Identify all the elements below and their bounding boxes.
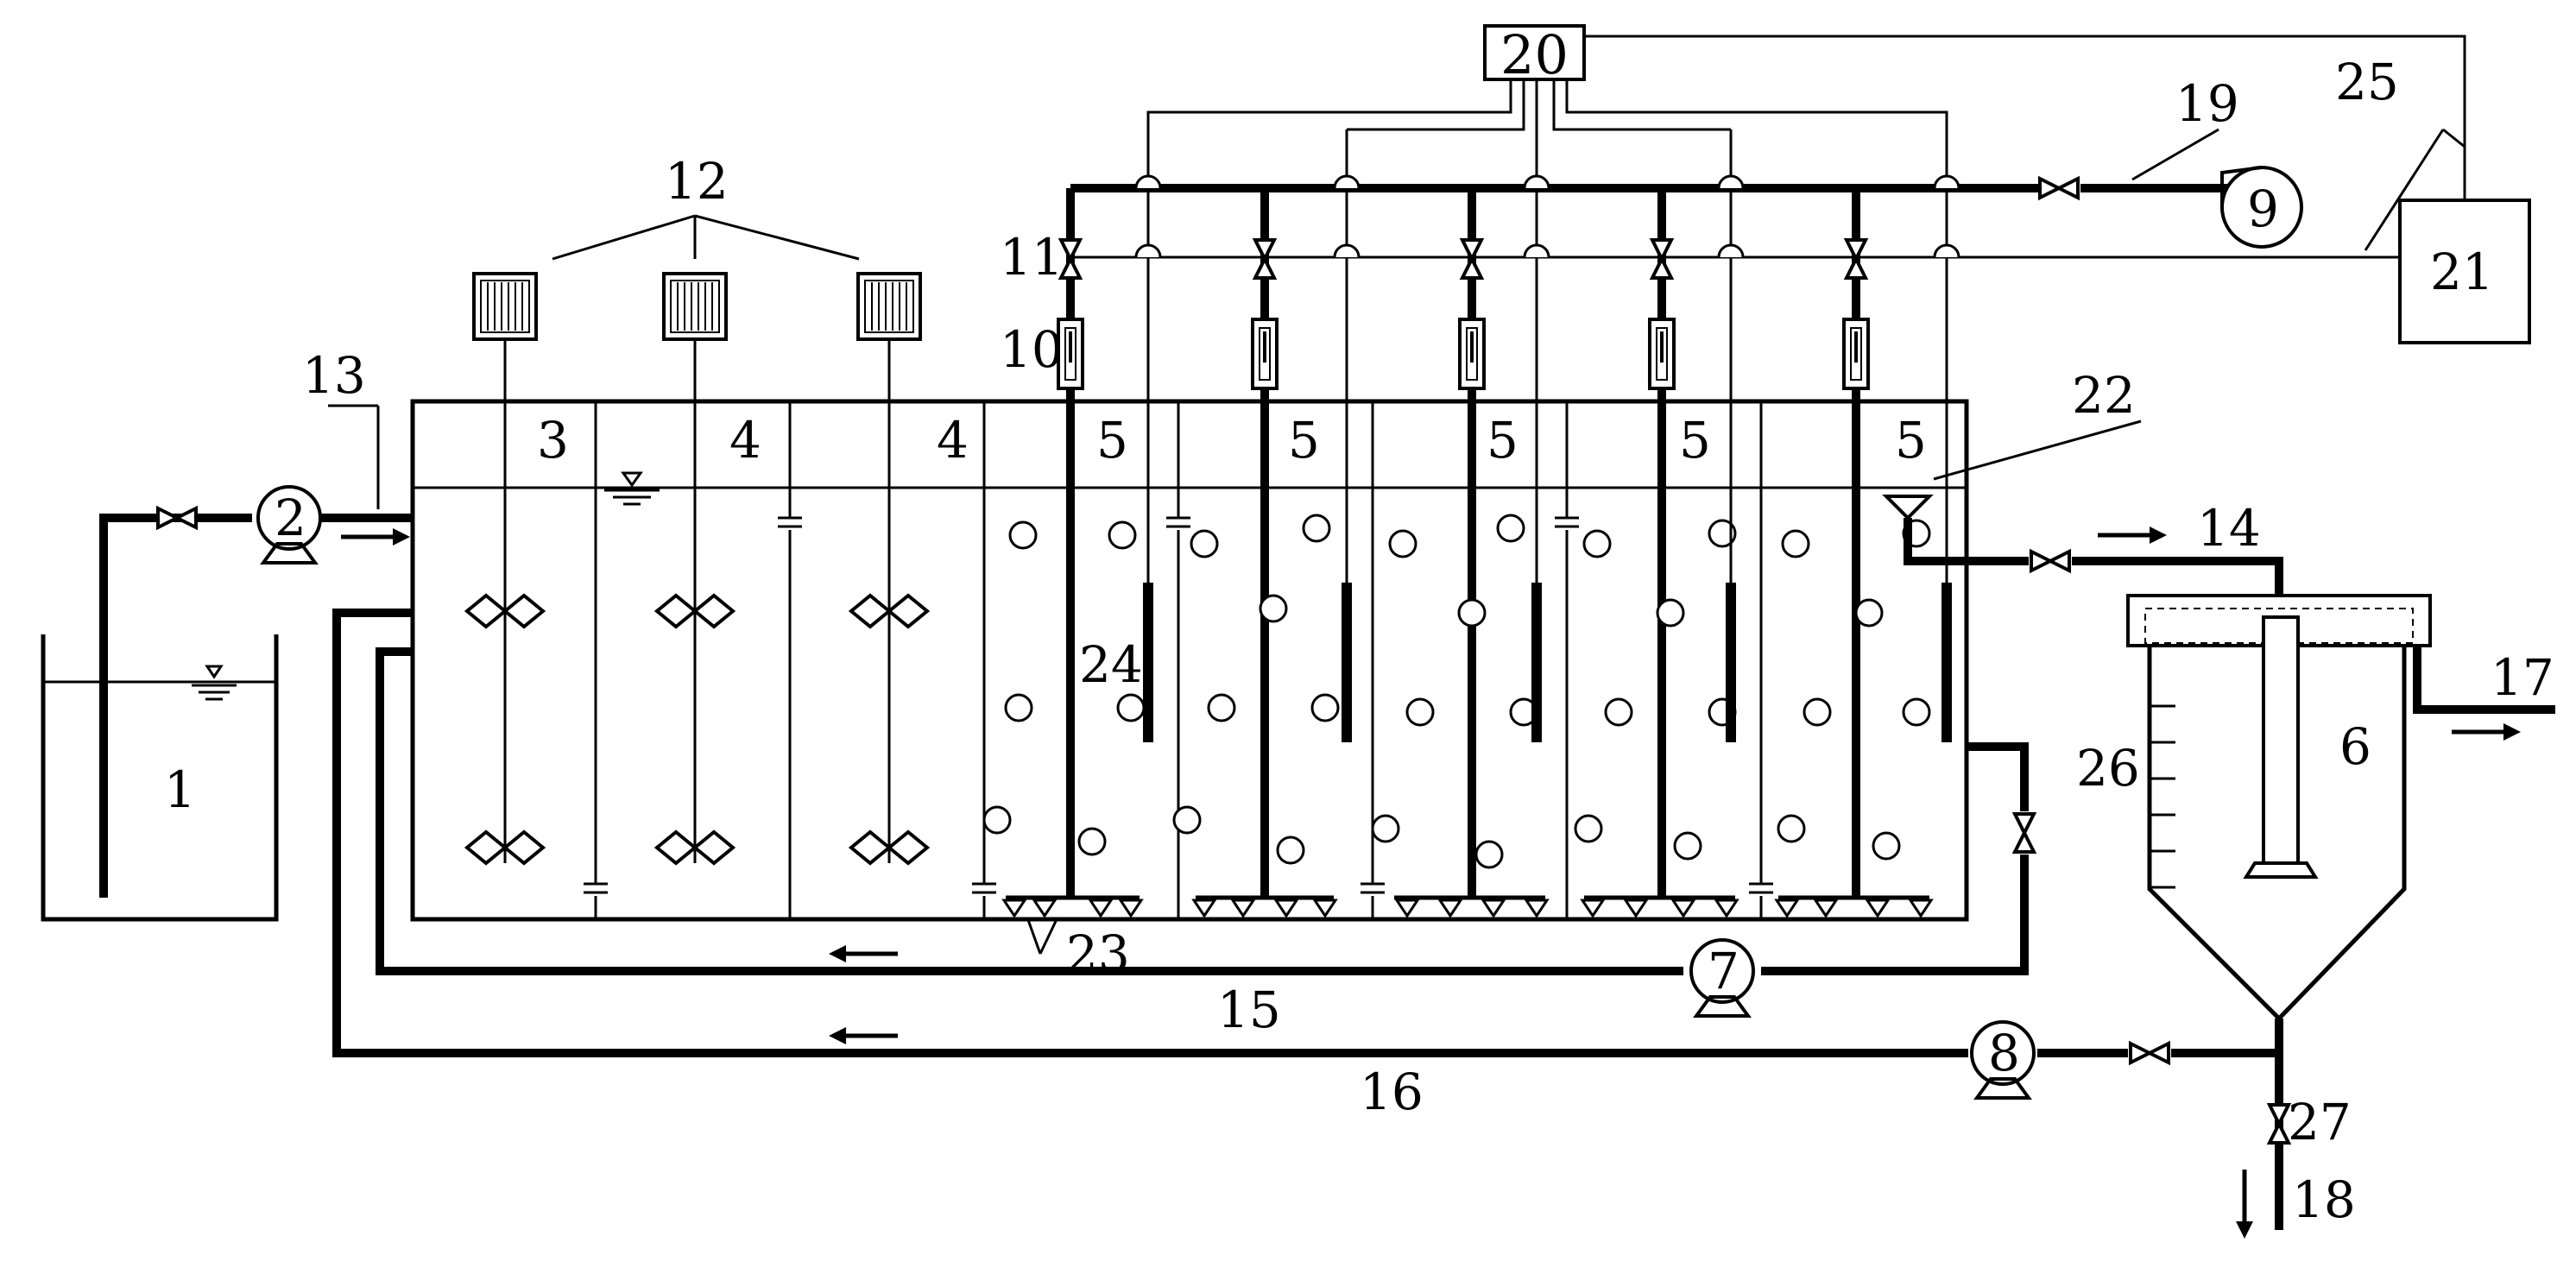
label-14: 14 bbox=[2197, 499, 2261, 558]
label-17: 17 bbox=[2491, 648, 2554, 707]
control-wiring bbox=[1070, 24, 2531, 401]
label-1: 1 bbox=[164, 760, 196, 819]
label-5e: 5 bbox=[1895, 411, 1927, 470]
label-8: 8 bbox=[1988, 1024, 2020, 1082]
air-supply-system bbox=[1002, 128, 2303, 955]
label-6: 6 bbox=[2339, 717, 2371, 776]
label-21: 21 bbox=[2430, 243, 2494, 301]
label-9: 9 bbox=[2247, 180, 2279, 238]
label-10: 10 bbox=[1000, 320, 1064, 379]
component-labels: 1 2 3 4 4 5 5 5 5 5 6 7 8 9 10 11 12 13 … bbox=[164, 23, 2554, 1229]
label-25: 25 bbox=[2335, 53, 2399, 111]
label-15: 15 bbox=[1217, 981, 1281, 1039]
label-5c: 5 bbox=[1487, 411, 1518, 470]
label-27: 27 bbox=[2288, 1093, 2352, 1151]
label-24: 24 bbox=[1079, 635, 1143, 694]
label-11: 11 bbox=[1000, 228, 1064, 287]
label-12: 12 bbox=[665, 152, 729, 211]
label-5b: 5 bbox=[1288, 411, 1320, 470]
label-19: 19 bbox=[2175, 74, 2239, 133]
feed-pipe bbox=[99, 404, 414, 898]
label-18: 18 bbox=[2292, 1170, 2356, 1229]
mixer-units bbox=[465, 214, 929, 865]
sensor-probes bbox=[1143, 129, 1952, 742]
sludge-return-line bbox=[332, 609, 2279, 1100]
reactor-tank bbox=[410, 399, 1969, 922]
label-20: 20 bbox=[1500, 23, 1569, 86]
label-13: 13 bbox=[302, 346, 366, 405]
label-5d: 5 bbox=[1679, 411, 1711, 470]
label-16: 16 bbox=[1360, 1063, 1424, 1121]
label-23: 23 bbox=[1066, 924, 1130, 983]
label-3: 3 bbox=[537, 411, 569, 470]
label-4b: 4 bbox=[937, 411, 969, 470]
label-5a: 5 bbox=[1096, 411, 1128, 470]
label-26: 26 bbox=[2076, 739, 2140, 798]
label-4a: 4 bbox=[729, 411, 761, 470]
air-blower bbox=[2220, 166, 2303, 249]
internal-recycle-line bbox=[376, 647, 2036, 1018]
label-22: 22 bbox=[2072, 366, 2136, 425]
label-7: 7 bbox=[1708, 942, 1739, 1000]
clarifier-tank bbox=[2126, 594, 2555, 1022]
label-2: 2 bbox=[275, 489, 306, 547]
feed-tank bbox=[41, 634, 279, 922]
